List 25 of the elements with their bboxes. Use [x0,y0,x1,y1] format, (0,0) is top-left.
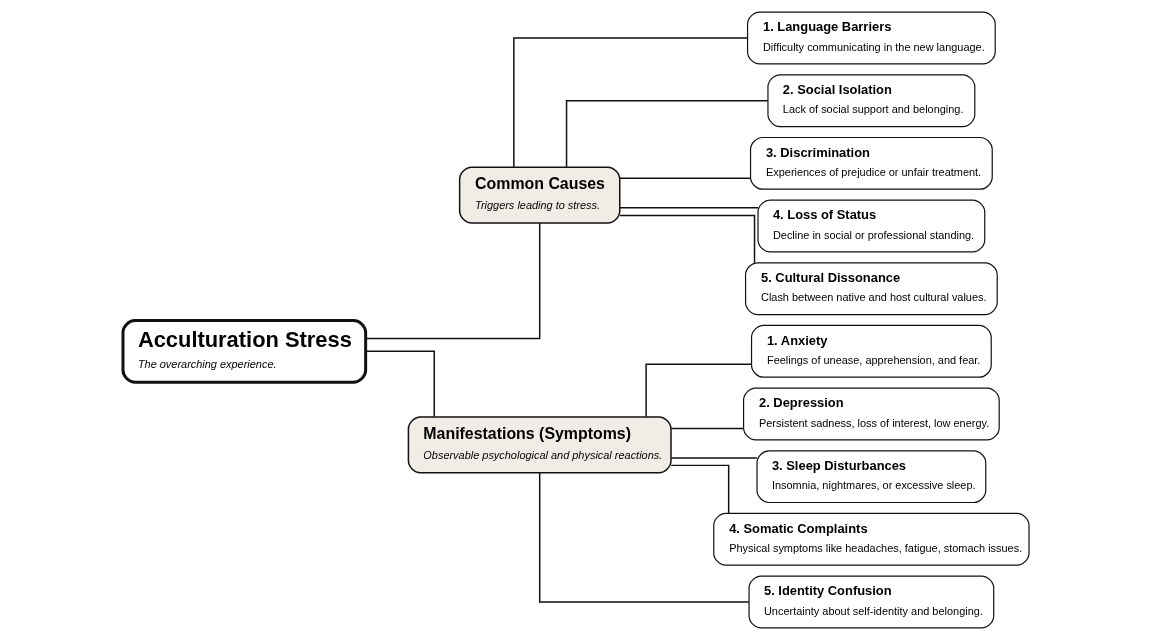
node-box: Acculturation Stress The overarching experience. [121,319,368,384]
node-box: 3. Sleep Disturbances Insomnia, nightmares, or excessive sleep. [756,450,987,504]
connector [670,427,745,430]
node-box: 4. Loss of Status Decline in social or professional standing. [757,199,986,253]
node-box: 3. Discrimination Experiences of prejudice or unfair treatment. [749,136,993,190]
node-box: Manifestations (Symptoms) Observable psychological and physical reactions. [407,416,672,474]
node-box: 2. Depression Persistent sadness, loss of interest, low energy. [743,387,1000,441]
node-box: 4. Somatic Complaints Physical symptoms like headaches, fatigue, stomach issues. [713,512,1030,566]
node-box: Common Causes Triggers leading to stress. [458,166,621,224]
connector [513,37,749,168]
connector [538,472,750,603]
node-box: 5. Identity Confusion Uncertainty about self-identity and belonging. [748,575,995,629]
node-box: 2. Social Isolation Lack of social support and belonging. [767,74,976,128]
node-box: 5. Cultural Dissonance Clash between native and host cultural values. [744,262,998,316]
connector [670,464,730,514]
node-box: 1. Anxiety Feelings of unease, apprehension, and fear. [750,324,992,378]
connector [670,457,758,459]
connector [565,99,769,168]
node-box: 1. Language Barriers Difficulty communicating in the new language. [746,11,996,65]
connector [645,363,753,418]
connector [364,350,436,418]
connector [619,214,756,264]
connector [365,222,541,340]
connector [619,207,759,209]
connector [619,177,752,180]
